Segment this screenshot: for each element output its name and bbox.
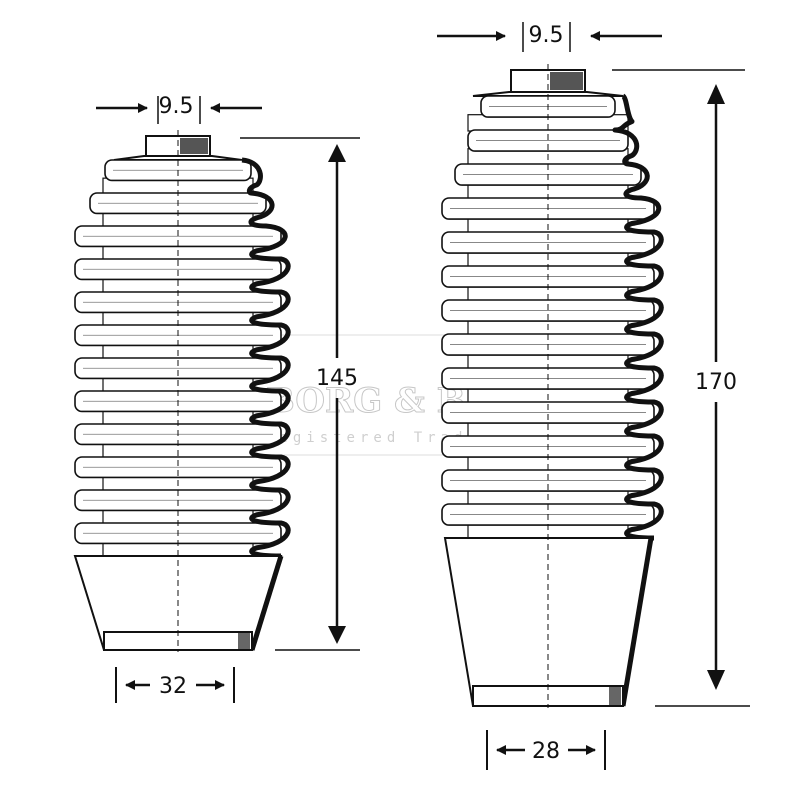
- right-top-diameter-label: 9.5: [529, 23, 564, 48]
- right-boot-profile: [612, 93, 664, 541]
- right-boot-body: [441, 69, 664, 707]
- right-boot-base-ring-shade: [609, 687, 621, 705]
- left-length-dimension: 145: [240, 137, 360, 651]
- left-boot-profile: [241, 157, 291, 559]
- left-boot-body: [73, 135, 291, 651]
- right-boot-base: [443, 537, 653, 707]
- right-bottom-diameter-label: 28: [532, 739, 560, 764]
- right-boot: 9.5 170 28: [437, 22, 750, 770]
- left-length-label: 145: [316, 366, 358, 391]
- right-boot-neck-shade: [550, 72, 583, 90]
- right-length-label: 170: [695, 370, 737, 395]
- right-bottom-dimension: 28: [486, 730, 606, 770]
- left-boot: 9.5 145 32: [73, 94, 360, 703]
- left-top-diameter-label: 9.5: [159, 94, 194, 119]
- left-boot-base-edge: [249, 555, 284, 651]
- left-boot-base-ring-shade: [238, 633, 250, 649]
- right-length-dimension: 170: [612, 69, 750, 707]
- left-top-dimension: 9.5: [96, 94, 262, 124]
- right-top-dimension: 9.5: [437, 22, 662, 52]
- right-boot-base-edge: [620, 537, 654, 707]
- left-bottom-dimension: 32: [115, 667, 235, 703]
- left-boot-neck-shade: [180, 138, 208, 154]
- left-bottom-diameter-label: 32: [159, 674, 187, 699]
